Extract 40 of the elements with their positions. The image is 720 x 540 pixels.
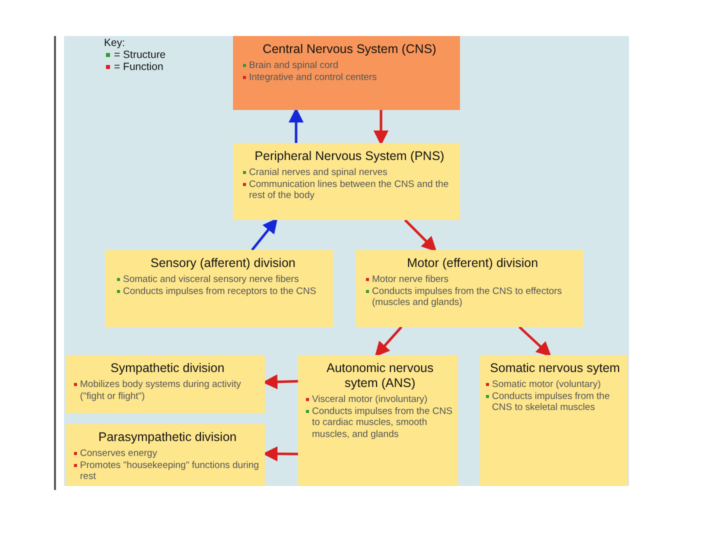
bullet-text: Conserves energy bbox=[80, 448, 158, 460]
process-box bbox=[233, 143, 460, 220]
legend-text: = Function bbox=[114, 61, 164, 73]
bullet-text: Conducts impulses from the CNS to effectors (muscles and glands) bbox=[372, 286, 563, 308]
process-box bbox=[356, 250, 583, 327]
bullet-text: Visceral motor (involuntary) bbox=[312, 394, 428, 406]
bullet-text: Mobilizes body systems during activity ("fight or flight") bbox=[80, 379, 242, 402]
bullet-text: Conducts impulses from receptors to the CNS bbox=[123, 286, 316, 297]
process-box bbox=[298, 355, 458, 486]
arrow bbox=[251, 218, 278, 251]
bullet-text: Motor nerve fibers bbox=[372, 274, 449, 286]
bullet-text: Somatic and visceral sensory nerve fibers bbox=[123, 274, 299, 286]
box-heading: Peripheral Nervous System (PNS) bbox=[254, 149, 446, 164]
arrow bbox=[404, 219, 437, 252]
box-heading: Autonomic nervous sytem (ANS) bbox=[325, 361, 434, 391]
bullet-text: Communication lines between the CNS and the rest of the body bbox=[249, 178, 450, 202]
box-heading: Sympathetic division bbox=[110, 361, 226, 376]
bullet-text: Brain and spinal cord bbox=[249, 60, 338, 72]
bullet-text: Conducts impulses from the CNS to skeletal muscles bbox=[492, 390, 611, 414]
box-heading: Sensory (afferent) division bbox=[150, 256, 296, 271]
box-heading: Motor (efferent) division bbox=[406, 256, 540, 271]
box-heading: Somatic nervous sytem bbox=[489, 361, 621, 376]
arrow bbox=[518, 326, 552, 357]
box-heading: Central Nervous System (CNS) bbox=[262, 42, 438, 57]
arrow bbox=[374, 110, 388, 146]
bullet-text: Conducts impulses from the CNS to cardiac muscles, smooth muscles, and glands bbox=[312, 406, 454, 440]
process-box bbox=[233, 36, 460, 110]
bullet-text: Promotes "housekeeping" functions during rest bbox=[80, 460, 260, 482]
bullet-text: Cranial nerves and spinal nerves bbox=[249, 167, 388, 178]
process-box bbox=[66, 355, 265, 413]
arrow bbox=[374, 326, 402, 357]
bullet-text: Somatic motor (voluntary) bbox=[492, 379, 601, 390]
bullet-text: Integrative and control centers bbox=[249, 72, 377, 83]
process-box bbox=[66, 424, 265, 486]
key-heading: Key: bbox=[104, 37, 126, 49]
box-heading: Parasympathetic division bbox=[97, 430, 238, 445]
process-box bbox=[105, 250, 333, 327]
process-box bbox=[480, 355, 628, 486]
legend-text: = Structure bbox=[114, 49, 166, 61]
arrow bbox=[288, 108, 304, 143]
